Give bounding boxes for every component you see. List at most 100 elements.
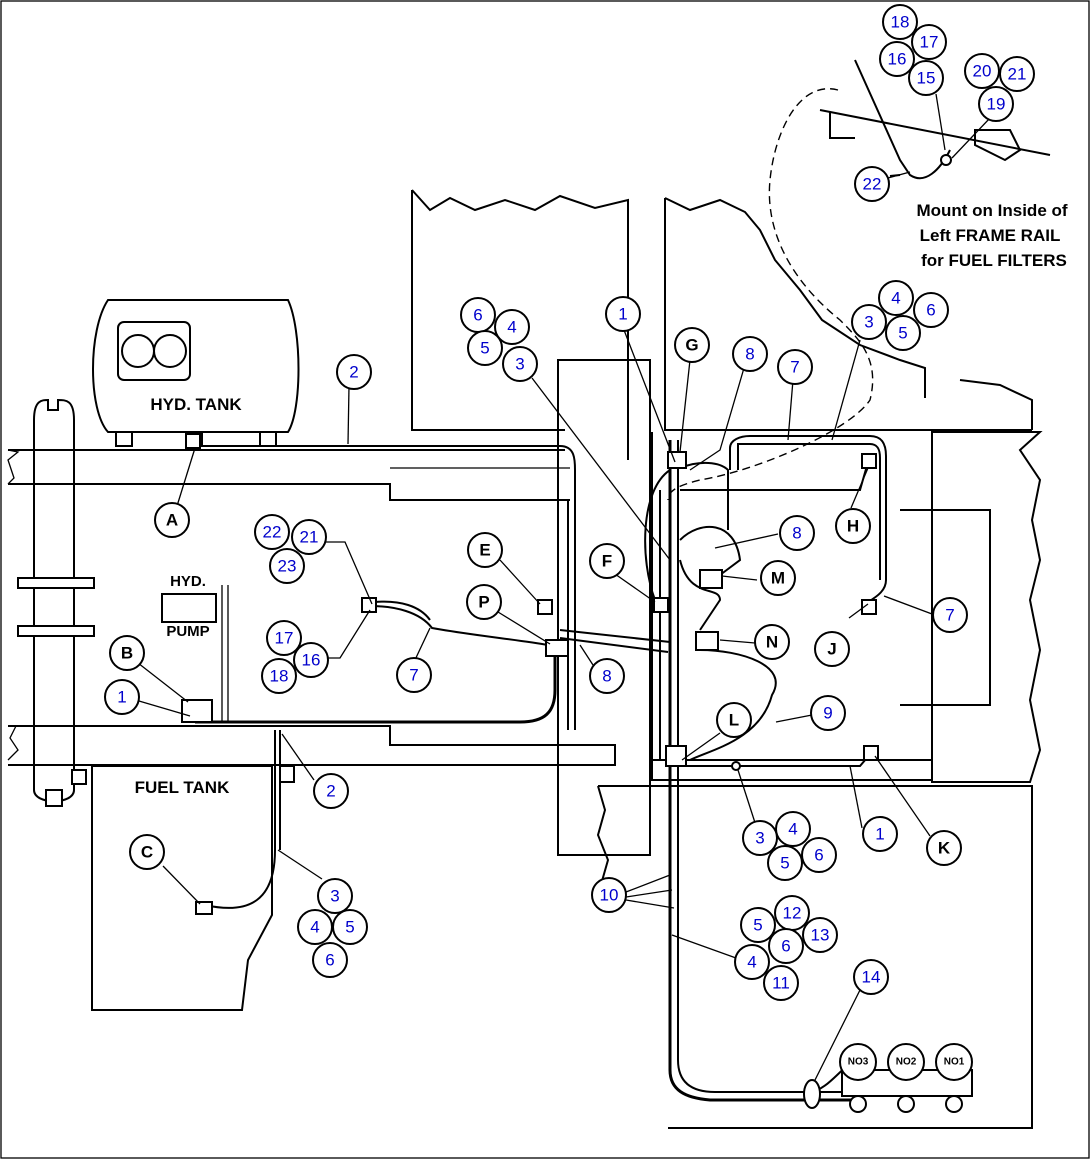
svg-text:6: 6 — [473, 306, 482, 325]
svg-text:H: H — [847, 517, 859, 536]
svg-text:M: M — [771, 569, 785, 588]
svg-text:19: 19 — [987, 95, 1006, 114]
svg-text:2: 2 — [326, 782, 335, 801]
callout-4-ur: 4 — [878, 280, 914, 316]
callout-9: 9 — [810, 695, 846, 731]
svg-text:14: 14 — [862, 968, 881, 987]
callout-L: L — [716, 702, 752, 738]
callout-6-ur: 6 — [913, 292, 949, 328]
svg-text:N: N — [766, 633, 778, 652]
callout-7-top: 7 — [777, 349, 813, 385]
callout-C: C — [129, 834, 165, 870]
svg-text:P: P — [478, 593, 489, 612]
callout-17: 17 — [911, 24, 947, 60]
svg-text:4: 4 — [788, 820, 797, 839]
svg-text:2: 2 — [349, 363, 358, 382]
svg-text:20: 20 — [973, 62, 992, 81]
callout-22: 22 — [854, 166, 890, 202]
svg-text:22: 22 — [263, 523, 282, 542]
callout-21: 21 — [999, 56, 1035, 92]
svg-text:21: 21 — [300, 528, 319, 547]
callout-1-top: 1 — [605, 296, 641, 332]
callout-10: 10 — [591, 877, 627, 913]
svg-text:5: 5 — [345, 918, 354, 937]
callout-N: N — [754, 624, 790, 660]
callout-7-right: 7 — [932, 597, 968, 633]
pump-label: PUMP — [166, 623, 209, 640]
filter-no1-label: NO1 — [944, 1057, 965, 1068]
svg-text:23: 23 — [278, 557, 297, 576]
svg-text:8: 8 — [792, 524, 801, 543]
callout-18-mid: 18 — [261, 658, 297, 694]
callout-G: G — [674, 327, 710, 363]
note-line-2: Left FRAME RAIL — [920, 226, 1061, 245]
leader-lines — [137, 93, 991, 1081]
svg-text:1: 1 — [117, 688, 126, 707]
callout-4-ft: 4 — [297, 909, 333, 945]
svg-text:3: 3 — [755, 829, 764, 848]
callout-16-mid: 16 — [293, 642, 329, 678]
callout-5: 5 — [467, 330, 503, 366]
hyd-tank-label: HYD. TANK — [150, 395, 242, 414]
svg-text:9: 9 — [823, 704, 832, 723]
callout-12: 12 — [774, 895, 810, 931]
svg-text:18: 18 — [270, 667, 289, 686]
svg-text:7: 7 — [409, 666, 418, 685]
callout-17-mid: 17 — [266, 620, 302, 656]
detail-inset — [667, 59, 1051, 501]
svg-text:5: 5 — [480, 339, 489, 358]
svg-text:18: 18 — [891, 13, 910, 32]
callout-3-lc: 3 — [742, 820, 778, 856]
svg-text:6: 6 — [814, 846, 823, 865]
callout-8-mid: 8 — [589, 658, 625, 694]
svg-text:L: L — [729, 711, 739, 730]
frame-structure — [7, 189, 1043, 1129]
svg-text:G: G — [685, 336, 698, 355]
callout-20: 20 — [964, 53, 1000, 89]
svg-text:B: B — [121, 644, 133, 663]
callout-4-lb: 4 — [734, 944, 770, 980]
mounting-note: Mount on Inside of Left FRAME RAIL for F… — [916, 201, 1067, 270]
callout-A: A — [154, 502, 190, 538]
callout-3-ur: 3 — [851, 304, 887, 340]
callout-1-left: 1 — [104, 679, 140, 715]
note-line-1: Mount on Inside of — [916, 201, 1067, 220]
callout-4: 4 — [494, 309, 530, 345]
callout-14: 14 — [853, 959, 889, 995]
callout-8-top: 8 — [732, 336, 768, 372]
svg-text:6: 6 — [926, 301, 935, 320]
filter-no2-label: NO2 — [896, 1057, 917, 1068]
callout-19: 19 — [978, 86, 1014, 122]
svg-text:16: 16 — [888, 50, 907, 69]
callout-5-ft: 5 — [332, 909, 368, 945]
svg-text:7: 7 — [790, 358, 799, 377]
callout-P: P — [466, 584, 502, 620]
svg-text:K: K — [938, 839, 951, 858]
note-line-3: for FUEL FILTERS — [921, 251, 1067, 270]
callout-3-ft: 3 — [317, 878, 353, 914]
callout-11: 11 — [763, 965, 799, 1001]
callout-H: H — [835, 508, 871, 544]
svg-text:5: 5 — [753, 916, 762, 935]
svg-text:4: 4 — [310, 918, 319, 937]
svg-text:10: 10 — [600, 886, 619, 905]
callout-1-right: 1 — [862, 816, 898, 852]
callout-M: M — [760, 560, 796, 596]
svg-text:11: 11 — [772, 974, 790, 993]
svg-text:17: 17 — [920, 33, 939, 52]
svg-text:8: 8 — [602, 667, 611, 686]
svg-text:4: 4 — [891, 289, 900, 308]
hyd-label: HYD. — [170, 573, 206, 590]
svg-text:21: 21 — [1008, 65, 1027, 84]
svg-text:3: 3 — [330, 887, 339, 906]
svg-text:6: 6 — [325, 951, 334, 970]
callout-2-top: 2 — [336, 354, 372, 390]
svg-text:17: 17 — [275, 629, 294, 648]
callout-18: 18 — [882, 4, 918, 40]
callout-4-lc: 4 — [775, 811, 811, 847]
svg-text:A: A — [166, 511, 178, 530]
callout-6-lc: 6 — [801, 837, 837, 873]
fuel-tank: FUEL TANK — [71, 765, 295, 1011]
svg-text:7: 7 — [945, 606, 954, 625]
